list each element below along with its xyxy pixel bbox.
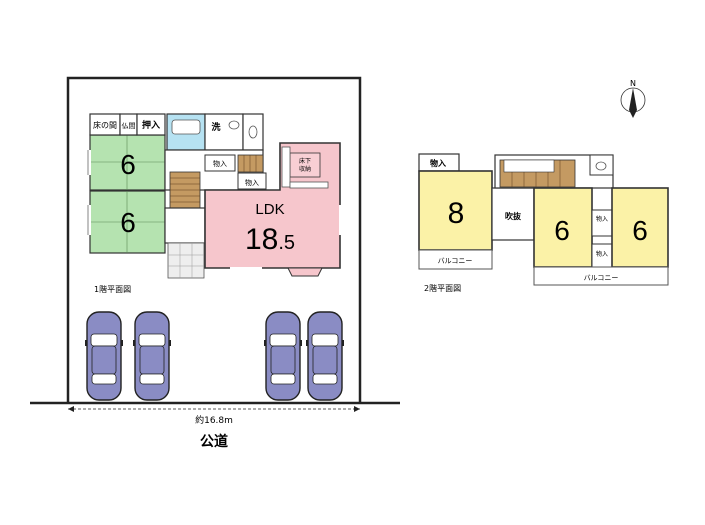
yukashita-label-2: 収納	[299, 165, 311, 173]
ldk-name: LDK	[255, 201, 284, 218]
floor1-caption: 1階平面図	[94, 284, 131, 294]
yukashita-label-1: 床下	[299, 157, 311, 165]
washitsu-lower-size: 6	[120, 207, 136, 238]
oshiire-label: 押入	[142, 119, 160, 131]
monoire2-1f	[237, 172, 267, 190]
floor2-plan	[418, 153, 669, 286]
porch	[167, 242, 205, 279]
washitsu-upper-size: 6	[120, 149, 136, 180]
balcony-left	[418, 249, 493, 270]
fukinuke-label: 吹抜	[505, 211, 522, 221]
monoire-2f-b-label: 物入	[596, 250, 608, 258]
monoire-2f-top-label: 物入	[430, 158, 446, 168]
site-boundary	[30, 76, 400, 412]
stairs-1f	[169, 154, 264, 209]
oshiire	[136, 113, 166, 136]
monoire-2f-a	[591, 209, 613, 237]
balcony-right	[533, 266, 669, 286]
room-6b	[611, 187, 669, 268]
floor1-plan	[87, 113, 341, 279]
tokonoma-label: 床の間	[93, 120, 117, 130]
washroom	[204, 113, 244, 151]
parked-car-icon	[85, 311, 123, 401]
road-label: 公道	[200, 433, 228, 450]
parked-car-icon	[306, 311, 344, 401]
balcony-left-label: バルコニー	[438, 257, 473, 265]
parked-car-icon	[133, 311, 171, 401]
balcony-right-label: バルコニー	[584, 274, 619, 282]
senmen-label: 洗	[211, 121, 220, 133]
ldk-size: 18.5	[245, 223, 295, 256]
yukashita-storage	[289, 152, 321, 178]
entrance	[164, 207, 206, 244]
compass-north-label: N	[630, 79, 636, 88]
washitsu-room-upper	[89, 134, 166, 191]
room-8-size: 8	[448, 197, 465, 230]
frontage-label: 約16.8m	[195, 414, 233, 426]
monoire2-1f-label: 物入	[245, 178, 259, 187]
monoire-1f-label: 物入	[213, 159, 227, 168]
room-6b-size: 6	[632, 215, 648, 246]
compass-icon	[620, 87, 646, 118]
monoire-1f	[204, 154, 236, 172]
room-6a	[533, 187, 593, 268]
monoire-2f-a-label: 物入	[596, 215, 608, 223]
parked-cars	[85, 311, 344, 401]
butsuma-label: 仏間	[122, 122, 136, 130]
parked-car-icon	[264, 311, 302, 401]
floor2-caption: 2階平面図	[424, 283, 461, 293]
room-6a-size: 6	[554, 215, 570, 246]
